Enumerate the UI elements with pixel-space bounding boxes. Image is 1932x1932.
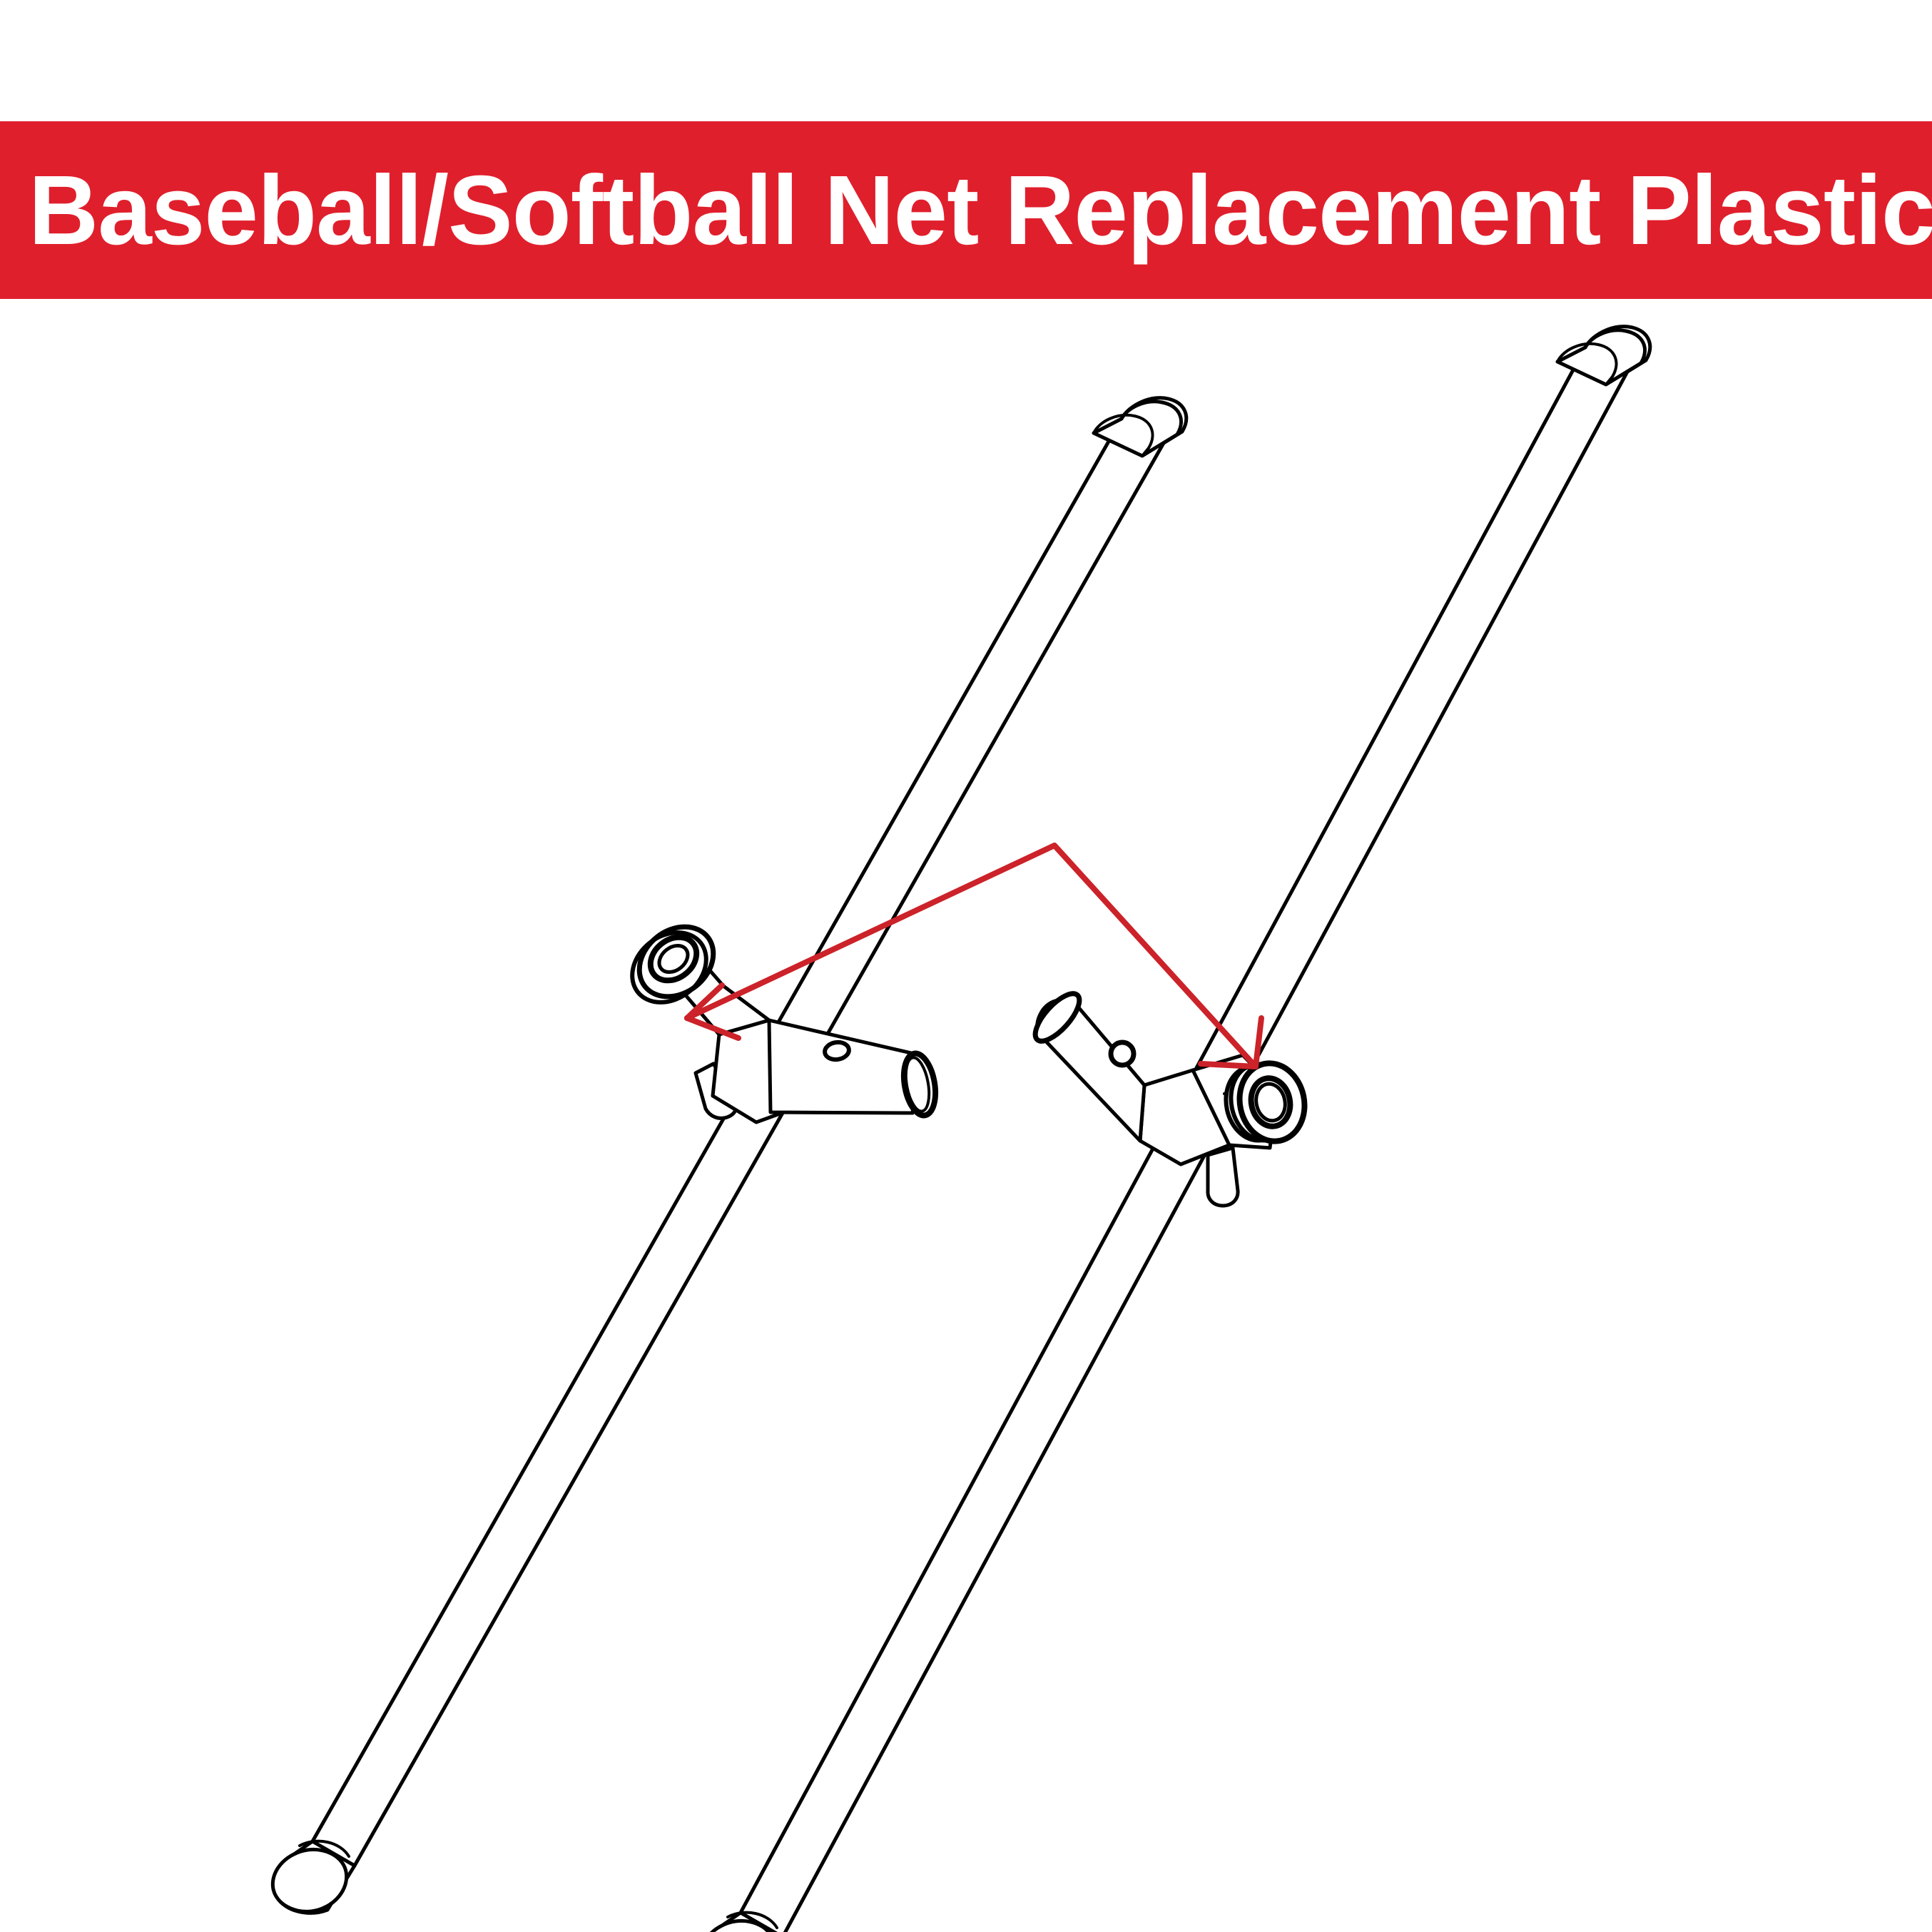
callout-right-arrowhead-b <box>1198 1061 1259 1069</box>
left-pole <box>270 396 1189 1915</box>
right-arm-pin-hole <box>1108 1039 1137 1068</box>
right-plastic-insert-ring <box>1224 1060 1308 1144</box>
left-arm-pin-hole <box>823 1039 851 1062</box>
callout-left-arrowhead-b <box>684 1015 741 1041</box>
title-banner: Baseball/Softball Net Replacement Plasti… <box>0 121 1932 299</box>
left-pole-bottom-cap <box>270 1839 357 1915</box>
right-pole-top-cap <box>1555 325 1652 387</box>
page-title: Baseball/Softball Net Replacement Plasti… <box>29 155 1932 265</box>
left-pole-top-cap <box>1092 396 1189 458</box>
left-connector-socket-arm <box>767 1018 939 1119</box>
right-socket-mouth <box>1032 991 1082 1044</box>
callout-leader-lines <box>684 843 1264 1069</box>
assembly-line-drawing-svg: .ln { fill:none; stroke:#000; stroke-wid… <box>270 325 1652 1932</box>
callout-right-arrowhead-a <box>1253 1015 1264 1069</box>
left-plastic-insert-ring <box>630 924 716 1005</box>
callout-chevron <box>684 843 1259 1069</box>
right-connector-socket-arm <box>1032 991 1147 1143</box>
right-connector <box>1032 991 1308 1208</box>
right-connector-locking-stub <box>1206 1146 1240 1208</box>
callout-left-arrowhead-a <box>684 982 725 1021</box>
right-pole-bottom-cap <box>709 1911 778 1932</box>
left-socket-mouth-inner <box>904 1056 931 1113</box>
technical-drawing: .ln { fill:none; stroke:#000; stroke-wid… <box>0 299 1932 1932</box>
